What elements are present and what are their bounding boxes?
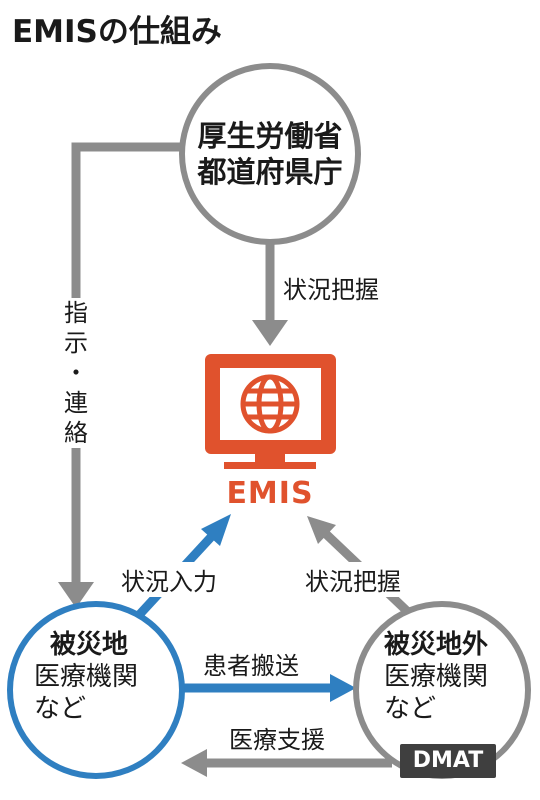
top-node-line1: 厚生労働省 xyxy=(197,119,343,153)
medical-support-label: 医療支援 xyxy=(226,720,328,755)
top-to-emis-arrowhead xyxy=(252,320,288,346)
status-input-label: 状況入力 xyxy=(118,562,220,597)
transport-arrowhead xyxy=(330,674,356,702)
status-grasp-label-top: 状況把握 xyxy=(280,270,382,305)
emis-label: EMIS xyxy=(226,476,314,511)
right-node-heading: 被災地外 xyxy=(384,630,489,660)
page-title: EMISの仕組み xyxy=(12,14,222,50)
dmat-badge: DMAT xyxy=(400,744,496,778)
left-node-label: 被災地 医療機関 など xyxy=(34,629,138,725)
support-arrowhead xyxy=(181,749,207,777)
right-to-emis-arrowhead xyxy=(307,516,336,544)
instruction-contact-label: 指 示 ・ 連 絡 xyxy=(60,298,92,448)
right-node-label: 被災地外 医療機関 など xyxy=(384,629,488,725)
left-node-line1: 医療機関 xyxy=(34,662,139,692)
right-node-line1: 医療機関 xyxy=(384,662,489,692)
input-arrowhead xyxy=(201,514,231,546)
status-grasp-label-right: 状況把握 xyxy=(302,562,404,597)
left-node-circle xyxy=(7,601,185,779)
globe-icon xyxy=(240,374,300,434)
top-node-circle xyxy=(179,63,361,245)
top-node-line2: 都道府県庁 xyxy=(197,155,343,189)
left-node-line2: など xyxy=(34,694,87,724)
monitor-icon xyxy=(205,354,336,469)
left-node-heading: 被災地 xyxy=(50,630,129,660)
instruction-arrowhead xyxy=(58,582,94,608)
patient-transport-label: 患者搬送 xyxy=(200,646,302,681)
right-node-line2: など xyxy=(384,694,437,724)
top-node-label: 厚生労働省 都道府県庁 xyxy=(182,118,358,190)
instruction-line xyxy=(71,142,192,582)
